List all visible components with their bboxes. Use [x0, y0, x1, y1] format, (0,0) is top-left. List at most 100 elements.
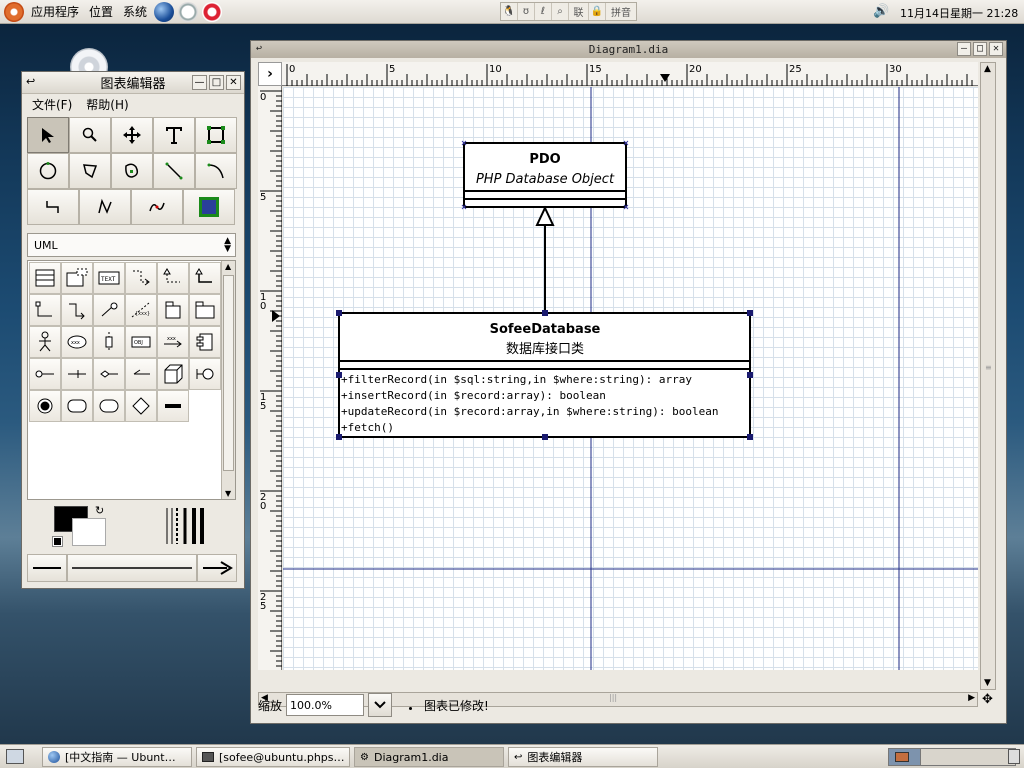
- sheet-selector[interactable]: UML ▲▼: [27, 233, 236, 257]
- uml-message-shape[interactable]: xxx: [157, 326, 189, 358]
- canvas-vertical-scrollbar[interactable]: ▲ ≡ ▼: [980, 62, 996, 690]
- uml-classicon-shape[interactable]: [29, 358, 61, 390]
- uml-final-state-shape[interactable]: [29, 390, 61, 422]
- uml-component-shape[interactable]: [189, 326, 221, 358]
- minimize-button[interactable]: —: [192, 75, 207, 90]
- uml-association-shape[interactable]: [29, 294, 61, 326]
- beziergon-tool[interactable]: [111, 153, 153, 189]
- uml-template-class-shape[interactable]: [61, 262, 93, 294]
- uml-realizes-shape[interactable]: [157, 262, 189, 294]
- hands-icon[interactable]: ʊ: [518, 3, 535, 20]
- menu-popup-button[interactable]: ›: [258, 62, 282, 86]
- magnify-tool[interactable]: [69, 117, 111, 153]
- web-browser-icon[interactable]: [154, 1, 175, 22]
- show-desktop-icon[interactable]: [6, 749, 24, 764]
- clock-app-icon[interactable]: [178, 1, 199, 22]
- scroll-down-icon[interactable]: ▼: [225, 489, 232, 498]
- maximize-button[interactable]: □: [209, 75, 224, 90]
- zoom-input[interactable]: 100.0%: [286, 694, 365, 716]
- end-arrow-button[interactable]: [197, 554, 237, 582]
- menu-places[interactable]: 位置: [89, 5, 114, 19]
- snap-toggle-icon[interactable]: [396, 693, 420, 717]
- color-selector[interactable]: ↻: [52, 504, 112, 548]
- box-tool[interactable]: [195, 117, 237, 153]
- tray-lian-label[interactable]: 联: [569, 3, 589, 20]
- window-menu-icon[interactable]: ↩: [256, 43, 263, 54]
- uml-aggregation-shape[interactable]: [61, 294, 93, 326]
- diagram-canvas[interactable]: PDO PHP Database Object SofeeDatabase 数据…: [283, 87, 978, 670]
- uml-object-shape[interactable]: OBJ: [125, 326, 157, 358]
- lock-icon[interactable]: 🔒: [589, 3, 606, 20]
- uml-note-shape[interactable]: TEXT: [93, 262, 125, 294]
- workspace-1[interactable]: [889, 749, 921, 765]
- swap-colors-icon[interactable]: ↻: [95, 504, 105, 517]
- uml-fork-shape[interactable]: [61, 358, 93, 390]
- uml-panel-scrollbar[interactable]: ▲ ▼: [221, 261, 235, 499]
- generalization-connector[interactable]: [535, 205, 555, 314]
- maximize-button[interactable]: □: [973, 42, 987, 56]
- search-icon[interactable]: ⌕: [552, 3, 569, 20]
- uml-interface-shape[interactable]: [189, 358, 221, 390]
- trash-icon[interactable]: [1008, 749, 1020, 764]
- help-lifebuoy-icon[interactable]: [202, 1, 223, 22]
- scroll-up-icon[interactable]: ▲: [984, 64, 991, 74]
- menu-help[interactable]: 帮助(H): [86, 97, 129, 112]
- scroll-up-icon[interactable]: ▲: [225, 262, 232, 271]
- uml-lifeline-shape[interactable]: [93, 326, 125, 358]
- polygon-tool[interactable]: [69, 153, 111, 189]
- toolbox-titlebar[interactable]: ↩ 图表编辑器 — □ ✕: [22, 72, 244, 94]
- minimize-button[interactable]: —: [957, 42, 971, 56]
- feather-icon[interactable]: ℓ: [535, 3, 552, 20]
- scroll-down-icon[interactable]: ▼: [984, 678, 991, 688]
- uml-branch-shape[interactable]: [125, 390, 157, 422]
- scroll-right-icon[interactable]: ▶: [968, 693, 975, 703]
- uml-transition-shape[interactable]: [125, 358, 157, 390]
- start-arrow-button[interactable]: [27, 554, 67, 582]
- taskbar-item-toolbox[interactable]: ↩图表编辑器: [508, 747, 658, 767]
- uml-fork-bar-shape[interactable]: [157, 390, 189, 422]
- tray-pinyin-label[interactable]: 拼音: [611, 8, 631, 19]
- close-button[interactable]: ✕: [226, 75, 241, 90]
- window-menu-icon[interactable]: ↩: [26, 75, 36, 88]
- navigation-cross-icon[interactable]: ✥: [982, 692, 993, 707]
- uml-activity-shape[interactable]: [93, 390, 125, 422]
- move-tool[interactable]: [111, 117, 153, 153]
- uml-small-package-shape[interactable]: [157, 294, 189, 326]
- menu-applications[interactable]: 应用程序: [31, 5, 80, 19]
- line-style-button[interactable]: [67, 554, 197, 582]
- menu-file[interactable]: 文件(F): [32, 97, 73, 112]
- uml-branch-line-shape[interactable]: [93, 358, 125, 390]
- sofee-database-class[interactable]: SofeeDatabase 数据库接口类 +filterRecord(in $s…: [338, 312, 751, 438]
- polyline-tool[interactable]: [79, 189, 131, 225]
- uml-actor-shape[interactable]: [29, 326, 61, 358]
- taskbar-item-terminal[interactable]: [sofee@ubuntu.phps…: [196, 747, 350, 767]
- text-tool[interactable]: [153, 117, 195, 153]
- workspace-switcher[interactable]: [888, 748, 1016, 766]
- background-color-swatch[interactable]: [72, 518, 106, 546]
- uml-implements-shape[interactable]: [93, 294, 125, 326]
- uml-dependency-shape[interactable]: [125, 262, 157, 294]
- zoom-dropdown-button[interactable]: [368, 693, 393, 717]
- default-colors-icon[interactable]: [52, 536, 63, 547]
- selection-handles[interactable]: [336, 310, 753, 440]
- diagram-titlebar[interactable]: ↩ Diagram1.dia — □ ✕: [251, 41, 1006, 58]
- pointer-tool[interactable]: [27, 117, 69, 153]
- zigzag-line-tool[interactable]: [27, 189, 79, 225]
- menu-system[interactable]: 系统: [123, 5, 148, 19]
- arc-tool[interactable]: [195, 153, 237, 189]
- penguin-icon[interactable]: 🐧: [501, 3, 518, 20]
- taskbar-item-guide[interactable]: [中文指南 — Ubunt…: [42, 747, 192, 767]
- line-tool[interactable]: [153, 153, 195, 189]
- uml-state-shape[interactable]: [61, 390, 93, 422]
- ellipse-tool[interactable]: [27, 153, 69, 189]
- uml-generalization-shape[interactable]: [189, 262, 221, 294]
- canvas-horizontal-scrollbar[interactable]: ◀ ||| ▶: [258, 692, 978, 707]
- scroll-thumb[interactable]: [223, 275, 234, 471]
- volume-icon[interactable]: 🔊: [873, 4, 890, 19]
- pdo-class[interactable]: PDO PHP Database Object: [463, 142, 627, 208]
- image-tool[interactable]: [183, 189, 235, 225]
- clock-label[interactable]: 11月14日星期一 21:28: [900, 7, 1019, 20]
- bezier-line-tool[interactable]: [131, 189, 183, 225]
- uml-constraint-shape[interactable]: {xxx}: [125, 294, 157, 326]
- taskbar-item-diagram[interactable]: ⚙Diagram1.dia: [354, 747, 504, 767]
